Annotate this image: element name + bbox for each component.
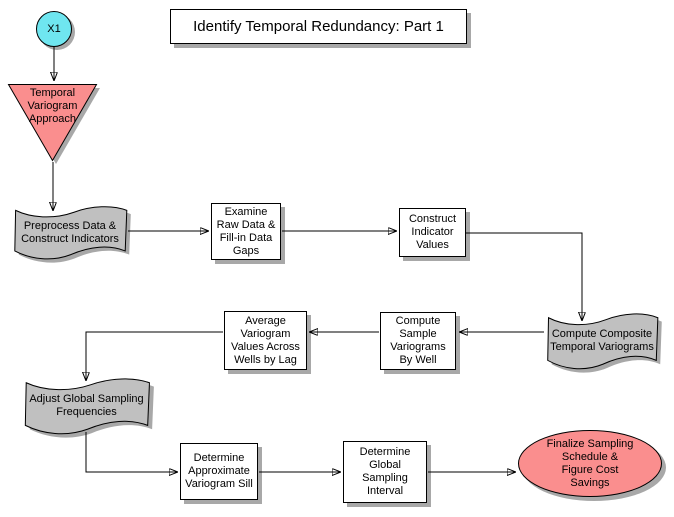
wave-shape-svg	[10, 203, 131, 263]
triangle-shape-svg	[7, 84, 100, 164]
adjust-global-sampling-node: Adjust Global Sampling Frequencies	[20, 375, 154, 438]
start-node-x1: X1	[36, 11, 72, 47]
diagram-title: Identify Temporal Redundancy: Part 1	[193, 18, 444, 35]
examine-raw-data-node: Examine Raw Data & Fill-in Data Gaps	[211, 203, 281, 260]
average-variogram-values-node: Average Variogram Values Across Wells by…	[224, 311, 307, 370]
triangle-shape	[7, 84, 98, 162]
construct-indicator-values-label: Construct Indicator Values	[408, 213, 457, 251]
temporal-variogram-approach-label: Temporal Variogram Approach	[27, 87, 78, 125]
determine-sampling-interval-label: Determine Global Sampling Interval	[359, 446, 411, 497]
preprocess-data-node: Preprocess Data & Construct Indicators	[10, 203, 131, 263]
construct-indicator-values-node: Construct Indicator Values	[399, 208, 466, 257]
average-variogram-values-label: Average Variogram Values Across Wells by…	[231, 314, 300, 366]
wave-shape-svg	[20, 375, 154, 438]
determine-variogram-sill-node: Determine Approximate Variogram Sill	[180, 443, 258, 500]
finalize-sampling-schedule-label: Finalize Sampling Schedule & Figure Cost…	[546, 437, 634, 489]
examine-raw-data-label: Examine Raw Data & Fill-in Data Gaps	[216, 205, 276, 257]
wave-shape-svg	[543, 310, 662, 373]
determine-variogram-sill-label: Determine Approximate Variogram Sill	[185, 452, 253, 490]
determine-sampling-interval-node: Determine Global Sampling Interval	[343, 441, 427, 503]
temporal-variogram-approach-node: Temporal Variogram Approach	[7, 84, 100, 164]
wave-shape	[25, 379, 149, 434]
wave-shape	[15, 207, 127, 259]
compute-composite-variograms-label: Compute Composite Temporal Variograms	[550, 328, 654, 353]
start-node-label: X1	[47, 22, 61, 35]
wave-shape	[548, 314, 658, 369]
finalize-sampling-schedule-node: Finalize Sampling Schedule & Figure Cost…	[518, 430, 662, 497]
compute-composite-variograms-node: Compute Composite Temporal Variograms	[543, 310, 662, 373]
diagram-title-box: Identify Temporal Redundancy: Part 1	[170, 9, 467, 44]
preprocess-data-label: Preprocess Data & Construct Indicators	[21, 219, 119, 245]
compute-sample-variograms-label: Compute Sample Variograms By Well	[390, 315, 446, 366]
compute-sample-variograms-node: Compute Sample Variograms By Well	[380, 312, 456, 370]
adjust-global-sampling-label: Adjust Global Sampling Frequencies	[29, 393, 144, 418]
